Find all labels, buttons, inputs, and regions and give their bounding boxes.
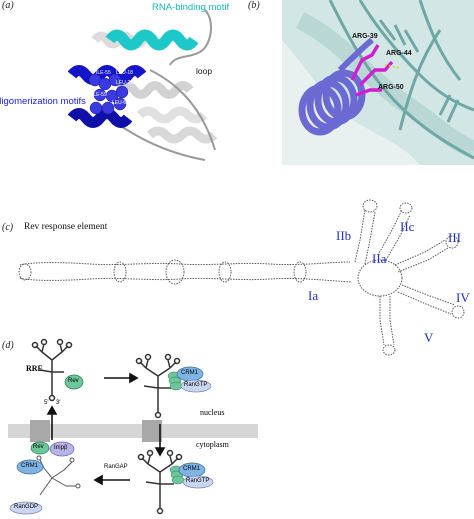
stem-label-v: V xyxy=(424,330,434,345)
loop-label: loop xyxy=(196,66,213,76)
rangtp-label-2: RanGTP xyxy=(186,478,210,484)
cytoplasm-label: cytoplasm xyxy=(196,440,229,449)
rangdp-label: RanGDP xyxy=(14,504,39,510)
panel-a-letter: (a) xyxy=(2,0,14,11)
nucleus-label: nucleus xyxy=(200,408,225,417)
stem-iic xyxy=(377,209,403,256)
rre-tree-2 xyxy=(135,353,181,419)
oligomerization-helix-2 xyxy=(67,108,133,128)
residue-label-3: LEU-22 xyxy=(116,80,133,86)
loop-coil xyxy=(169,9,212,66)
stem-v xyxy=(379,296,385,346)
stem-label-iib: IIb xyxy=(336,228,352,243)
five-prime-label: 5' xyxy=(44,400,49,406)
stem-label-iic: IIc xyxy=(400,219,415,234)
rre-stem-top xyxy=(19,261,351,266)
panel-d-letter: (d) xyxy=(2,340,14,351)
imp-label: Impβ xyxy=(54,445,68,451)
nuclear-membrane xyxy=(8,424,258,438)
residue-spheres xyxy=(88,73,129,115)
rangtp-label-1: RanGTP xyxy=(184,382,208,388)
nuclear-pore-left xyxy=(30,420,50,442)
rre-label: RRE xyxy=(26,364,43,373)
crm1-label-2: CRM1 xyxy=(183,466,201,472)
rangtp-protein-2 xyxy=(182,475,214,489)
three-prime-label: 3' xyxy=(56,400,61,406)
rev-helix xyxy=(298,37,374,136)
arg39-label: ARG-39 xyxy=(352,33,378,40)
residue-label-5: LEU-60 xyxy=(112,100,129,106)
rre-stem-bottom xyxy=(19,277,353,283)
rev-label-2: Rev xyxy=(33,444,44,450)
panel-b-letter: (b) xyxy=(248,0,260,11)
residue-label-2: LEU-18 xyxy=(116,70,133,76)
rna-binding-motif-label: RNA-binding motif xyxy=(152,2,230,13)
rna-strands xyxy=(328,0,474,160)
rangap-label: RanGAP xyxy=(104,464,128,470)
oligomerization-helix-1 xyxy=(67,65,147,85)
rangdp-protein xyxy=(9,501,43,515)
rre-tree-free xyxy=(36,455,81,496)
stem-label-iv: IV xyxy=(456,290,470,305)
rev-protein-1 xyxy=(64,374,84,390)
rev-protein-2 xyxy=(30,441,50,455)
crm1-label-free: CRM1 xyxy=(21,463,39,469)
residue-label-4: ILE-59 xyxy=(92,92,107,98)
arg50-label: ARG-50 xyxy=(378,84,404,91)
residue-label-1: ILE-55 xyxy=(96,70,111,76)
panel-a-structure xyxy=(67,9,218,161)
stem-iii xyxy=(394,239,446,266)
panel-c-title: Rev response element xyxy=(24,222,108,232)
rna-binding-helix xyxy=(105,29,199,51)
panel-b-structure xyxy=(282,0,474,165)
imp-protein xyxy=(49,441,75,457)
arginine-sidechains xyxy=(350,44,394,97)
arrows xyxy=(46,372,166,486)
arg44-label: ARG-44 xyxy=(386,50,412,57)
stem-iv xyxy=(401,284,456,306)
rangtp-protein-1 xyxy=(180,379,212,393)
panel-c-letter: (c) xyxy=(2,222,14,233)
stem-label-iii: III xyxy=(448,230,461,245)
crm1-label-1: CRM1 xyxy=(181,370,199,376)
stem-label-iia: IIa xyxy=(372,251,387,266)
stem-label-ia: Ia xyxy=(308,288,319,303)
rre-tree-1 xyxy=(31,338,73,402)
oligomerization-motifs-label: oligomerization motifs xyxy=(0,96,86,107)
nuclear-pore-right xyxy=(142,420,162,442)
stem-iib xyxy=(354,209,366,263)
crm1-protein-free xyxy=(16,459,44,475)
rev-label-1: Rev xyxy=(68,378,79,384)
rre-tree-3 xyxy=(137,449,183,515)
